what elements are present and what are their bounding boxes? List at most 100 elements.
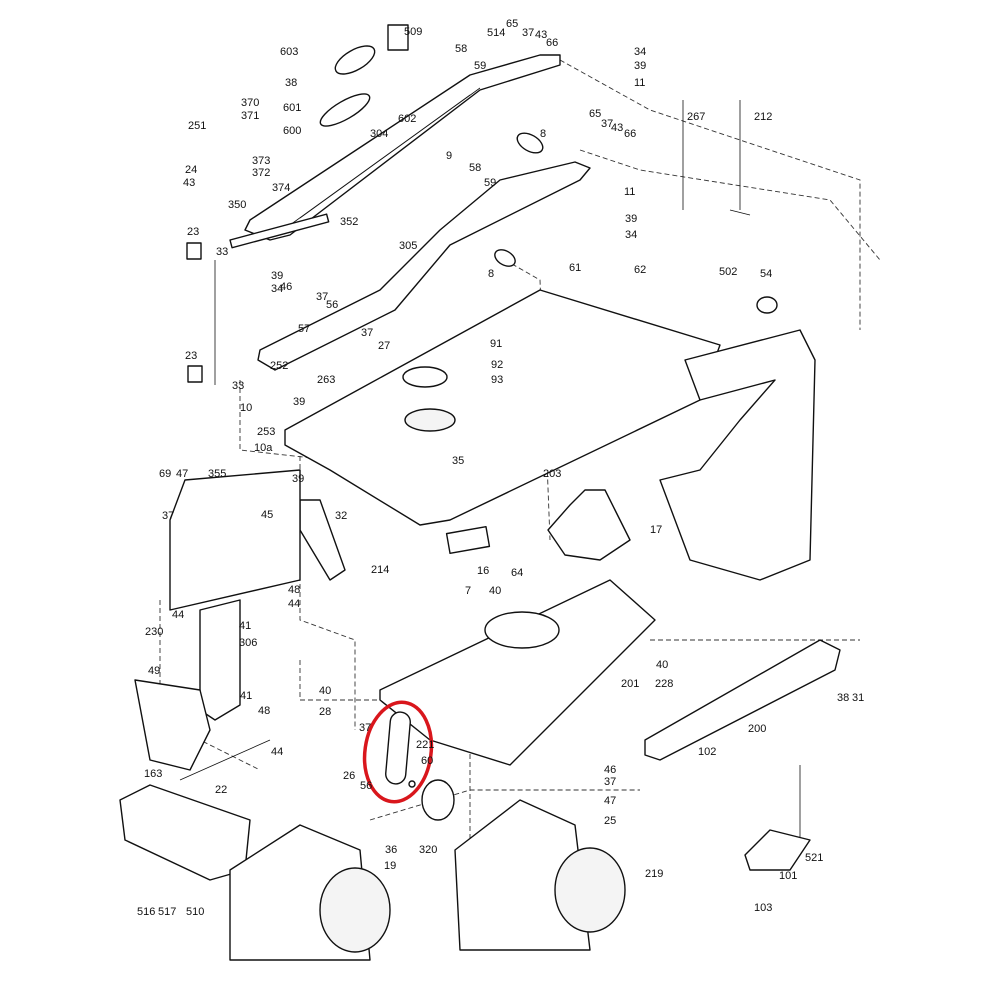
- part-label-41: 41: [239, 620, 251, 632]
- arm-200: [644, 639, 841, 761]
- part-label-39: 39: [634, 60, 646, 72]
- housing-510: [119, 784, 251, 881]
- part-label-34: 34: [625, 229, 637, 241]
- part-label-371: 371: [241, 110, 259, 122]
- bellows-600: [319, 93, 371, 127]
- bracket-306: [199, 599, 241, 721]
- clamp-23b: [187, 365, 203, 383]
- part-label-43: 43: [535, 29, 547, 41]
- part-label-92: 92: [491, 359, 503, 371]
- part-label-352: 352: [340, 216, 358, 228]
- washer-60: [408, 780, 416, 788]
- part-label-59: 59: [484, 177, 496, 189]
- part-label-102: 102: [698, 746, 716, 758]
- part-label-601: 601: [283, 102, 301, 114]
- rod-22: [179, 739, 271, 781]
- part-label-10a: 10a: [254, 442, 273, 454]
- part-label-56: 56: [360, 780, 372, 792]
- part-label-69: 69: [159, 468, 171, 480]
- part-label-41: 41: [240, 690, 252, 702]
- part-label-44: 44: [271, 746, 283, 758]
- part-label-373: 373: [252, 155, 270, 167]
- part-label-521: 521: [805, 852, 823, 864]
- part-label-8: 8: [540, 128, 546, 140]
- part-label-9: 9: [446, 150, 452, 162]
- part-label-221: 221: [416, 739, 434, 751]
- ring-7: [484, 611, 560, 649]
- part-label-11: 11: [624, 186, 635, 198]
- part-label-228: 228: [655, 678, 673, 690]
- part-label-61: 61: [569, 262, 581, 274]
- part-label-26: 26: [343, 770, 355, 782]
- part-label-203: 203: [543, 468, 561, 480]
- frame-502: [659, 329, 816, 581]
- part-label-212: 212: [754, 111, 772, 123]
- plate-16: [445, 525, 491, 555]
- part-label-374: 374: [272, 182, 290, 194]
- motor-219: [454, 799, 626, 951]
- part-label-502: 502: [719, 266, 737, 278]
- stand-101: [744, 829, 811, 871]
- part-label-65: 65: [589, 108, 601, 120]
- part-label-37: 37: [601, 118, 613, 130]
- part-label-39: 39: [293, 396, 305, 408]
- part-label-37: 37: [361, 327, 373, 339]
- part-label-93: 93: [491, 374, 503, 386]
- part-label-38: 38: [285, 77, 297, 89]
- part-label-163: 163: [144, 768, 162, 780]
- part-label-64: 64: [511, 567, 523, 579]
- part-label-57: 57: [298, 323, 310, 335]
- part-label-48: 48: [258, 705, 270, 717]
- part-label-34: 34: [271, 283, 283, 295]
- motor-19: [229, 824, 391, 961]
- rod-212: [729, 100, 751, 216]
- part-label-38: 38: [837, 692, 849, 704]
- part-label-59: 59: [474, 60, 486, 72]
- part-label-510: 510: [186, 906, 204, 918]
- hood-163: [134, 679, 211, 771]
- part-label-16: 16: [477, 565, 489, 577]
- knob-54: [756, 296, 778, 314]
- part-label-32: 32: [335, 510, 347, 522]
- part-label-37: 37: [162, 510, 174, 522]
- part-label-509: 509: [404, 26, 422, 38]
- part-label-372: 372: [252, 167, 270, 179]
- part-label-35: 35: [452, 455, 464, 467]
- part-label-219: 219: [645, 868, 663, 880]
- part-label-306: 306: [239, 637, 257, 649]
- part-label-45: 45: [261, 509, 273, 521]
- part-label-304: 304: [370, 128, 388, 140]
- part-label-54: 54: [760, 268, 772, 280]
- part-label-37: 37: [604, 776, 616, 788]
- part-label-34: 34: [634, 46, 646, 58]
- bar-352: [229, 213, 330, 249]
- clamp-23: [186, 242, 202, 260]
- base-201: [379, 579, 656, 766]
- part-label-251: 251: [188, 120, 206, 132]
- part-label-40: 40: [489, 585, 501, 597]
- part-label-33: 33: [232, 380, 244, 392]
- hole-93: [404, 408, 456, 432]
- part-label-43: 43: [611, 122, 623, 134]
- part-label-602: 602: [398, 113, 416, 125]
- part-label-370: 370: [241, 97, 259, 109]
- part-label-39: 39: [625, 213, 637, 225]
- part-label-201: 201: [621, 678, 639, 690]
- part-label-47: 47: [604, 795, 616, 807]
- part-label-58: 58: [455, 43, 467, 55]
- plate-221: [385, 711, 411, 785]
- part-label-320: 320: [419, 844, 437, 856]
- part-label-101: 101: [779, 870, 797, 882]
- part-label-267: 267: [687, 111, 705, 123]
- part-label-603: 603: [280, 46, 298, 58]
- part-label-91: 91: [490, 338, 502, 350]
- part-label-28: 28: [319, 706, 331, 718]
- part-label-37: 37: [522, 27, 534, 39]
- guard-355: [169, 469, 301, 611]
- part-label-305: 305: [399, 240, 417, 252]
- highlight-circle: [362, 700, 434, 804]
- part-label-66: 66: [624, 128, 636, 140]
- bellows-17: [547, 489, 631, 561]
